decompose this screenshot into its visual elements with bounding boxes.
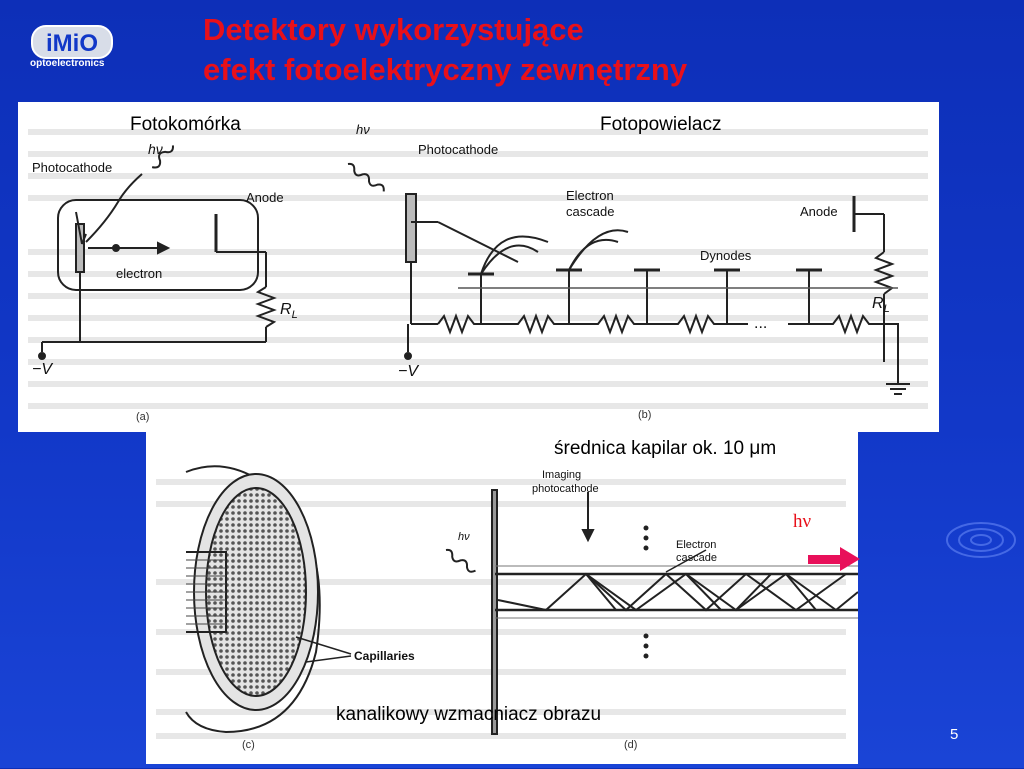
label-capillaries: Capillaries [354, 649, 415, 663]
microchannel-plate-diagram: Capillaries (c) Imaging photocathode hν … [156, 465, 859, 751]
label-photocathode-b: Photocathode [418, 142, 498, 157]
diagram-d [491, 489, 859, 735]
caption-b: (b) [638, 409, 651, 421]
label-srednica: średnica kapilar ok. 10 μm [554, 438, 777, 459]
label-minus-v-b: −V [398, 363, 419, 380]
caption-d: (d) [624, 739, 637, 751]
photon-arrow-icon [808, 547, 860, 571]
label-hv-b: hν [356, 122, 370, 137]
diagram-a [38, 173, 277, 360]
label-electron: electron [116, 266, 162, 281]
label-minus-v-a: −V [32, 361, 53, 378]
page-number: 5 [950, 726, 959, 743]
label-rl-b: RL [872, 295, 890, 315]
title-line-2: efekt fotoelektryczny zewnętrzny [203, 52, 688, 87]
load-resistor-a [255, 286, 277, 328]
imaging-photocathode-plate [491, 489, 498, 735]
label-imaging-2: photocathode [532, 483, 599, 495]
photon-wave-d [445, 548, 476, 573]
label-dynodes: Dynodes [700, 248, 752, 263]
top-diagram-panel: Photocathode hν Anode electron RL −V (a) [18, 102, 939, 432]
label-imaging-1: Imaging [542, 469, 581, 481]
caption-c: (c) [242, 739, 255, 751]
phototube-and-pmt-diagram: Photocathode hν Anode electron RL −V (a) [28, 122, 928, 423]
tube-envelope [57, 199, 259, 291]
label-kanalikowy: kanalikowy wzmacniacz obrazu [336, 704, 602, 725]
label-chain-dots: ... [754, 315, 767, 332]
label-fotopowielacz: Fotopowielacz [600, 114, 722, 135]
label-cascade-b-1: Electron [566, 188, 614, 203]
label-hv-d: hν [458, 531, 470, 543]
caption-a: (a) [136, 411, 149, 423]
imio-logo: iMiO [31, 25, 113, 59]
diagram-c [185, 465, 352, 734]
logo-subtitle: optoelectronics [30, 58, 105, 69]
diagram-b [404, 193, 910, 395]
pmt-photocathode [405, 193, 417, 263]
label-cascade-b-2: cascade [566, 204, 614, 219]
label-rl-a: RL [280, 301, 298, 321]
label-cascade-d-1: Electron [676, 539, 716, 551]
label-photocathode-a: Photocathode [32, 160, 112, 175]
water-ripple-icon [946, 522, 1016, 558]
slide-title: Detektory wykorzystujące efekt fotoelekt… [203, 10, 687, 90]
label-anode-a: Anode [246, 190, 284, 205]
label-cascade-d-2: cascade [676, 552, 717, 564]
photon-wave-a [151, 145, 174, 169]
logo-mark: iMiO [46, 30, 98, 57]
photon-wave-b [347, 162, 385, 192]
label-hv-arrow: hν [793, 511, 812, 532]
label-anode-b: Anode [800, 204, 838, 219]
bottom-diagram-panel: Capillaries (c) Imaging photocathode hν … [146, 432, 859, 764]
load-resistor-b [873, 251, 895, 295]
title-line-1: Detektory wykorzystujące [203, 12, 584, 47]
label-hv-a: hν [148, 141, 163, 157]
label-fotokomorka: Fotokomórka [130, 114, 241, 135]
